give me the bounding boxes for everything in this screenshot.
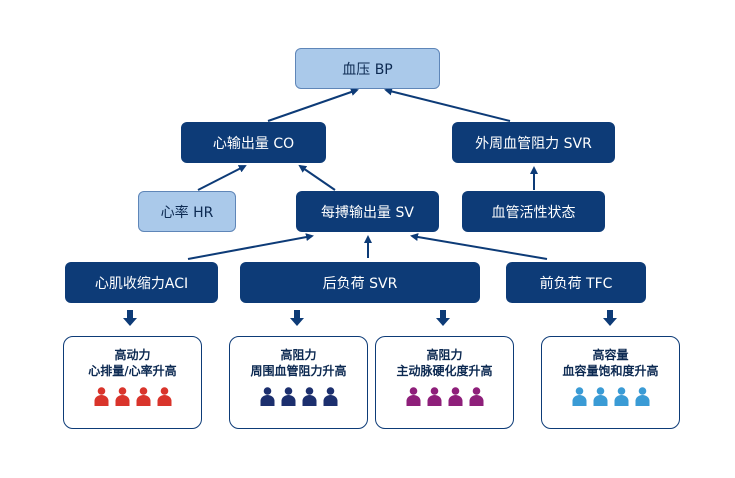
person-icon: [302, 387, 316, 406]
person-icon: [281, 387, 295, 406]
node-aci: 心肌收缩力ACI: [65, 262, 218, 303]
people-group: [376, 387, 513, 406]
card-subtitle: 主动脉硬化度升高: [396, 364, 493, 378]
node-bp: 血压 BP: [295, 48, 440, 89]
card-high-resistance-aortic: 高阻力 主动脉硬化度升高: [375, 336, 514, 429]
card-title: 高阻力: [426, 348, 463, 362]
person-icon: [572, 387, 586, 406]
node-afterload: 后负荷 SVR: [240, 262, 480, 303]
down-arrow-icon-2: [290, 310, 304, 326]
people-group: [64, 387, 201, 406]
arrow-preload-to-sv: [410, 233, 548, 260]
card-title: 高阻力: [280, 348, 317, 362]
card-subtitle: 血容量饱和度升高: [562, 364, 659, 378]
node-vascular-activity: 血管活性状态: [462, 191, 605, 232]
arrow-hr-to-co: [197, 165, 247, 191]
arrow-aci-to-sv: [187, 233, 314, 260]
person-icon: [94, 387, 108, 406]
card-high-resistance-peripheral: 高阻力 周围血管阻力升高: [229, 336, 368, 429]
card-subtitle: 心排量/心率升高: [88, 364, 177, 378]
person-icon: [448, 387, 462, 406]
down-arrow-icon-1: [123, 310, 137, 326]
node-preload: 前负荷 TFC: [506, 262, 646, 303]
people-group: [230, 387, 367, 406]
person-icon: [157, 387, 171, 406]
person-icon: [614, 387, 628, 406]
person-icon: [260, 387, 274, 406]
person-icon: [406, 387, 420, 406]
person-icon: [427, 387, 441, 406]
node-svr-peripheral: 外周血管阻力 SVR: [452, 122, 615, 163]
node-co: 心输出量 CO: [181, 122, 326, 163]
node-sv: 每搏输出量 SV: [296, 191, 439, 232]
arrow-svr-to-bp: [384, 87, 511, 122]
card-title: 高容量: [592, 348, 629, 362]
card-high-dynamic: 高动力 心排量/心率升高: [63, 336, 202, 429]
arrow-co-to-bp: [267, 88, 359, 122]
down-arrow-icon-3: [436, 310, 450, 326]
person-icon: [323, 387, 337, 406]
person-icon: [136, 387, 150, 406]
person-icon: [469, 387, 483, 406]
person-icon: [593, 387, 607, 406]
card-subtitle: 周围血管阻力升高: [250, 364, 347, 378]
arrow-sv-to-co: [298, 164, 336, 191]
card-title: 高动力: [114, 348, 151, 362]
people-group: [542, 387, 679, 406]
card-high-volume: 高容量 血容量饱和度升高: [541, 336, 680, 429]
down-arrow-icon-4: [603, 310, 617, 326]
person-icon: [115, 387, 129, 406]
person-icon: [635, 387, 649, 406]
node-hr: 心率 HR: [138, 191, 236, 232]
